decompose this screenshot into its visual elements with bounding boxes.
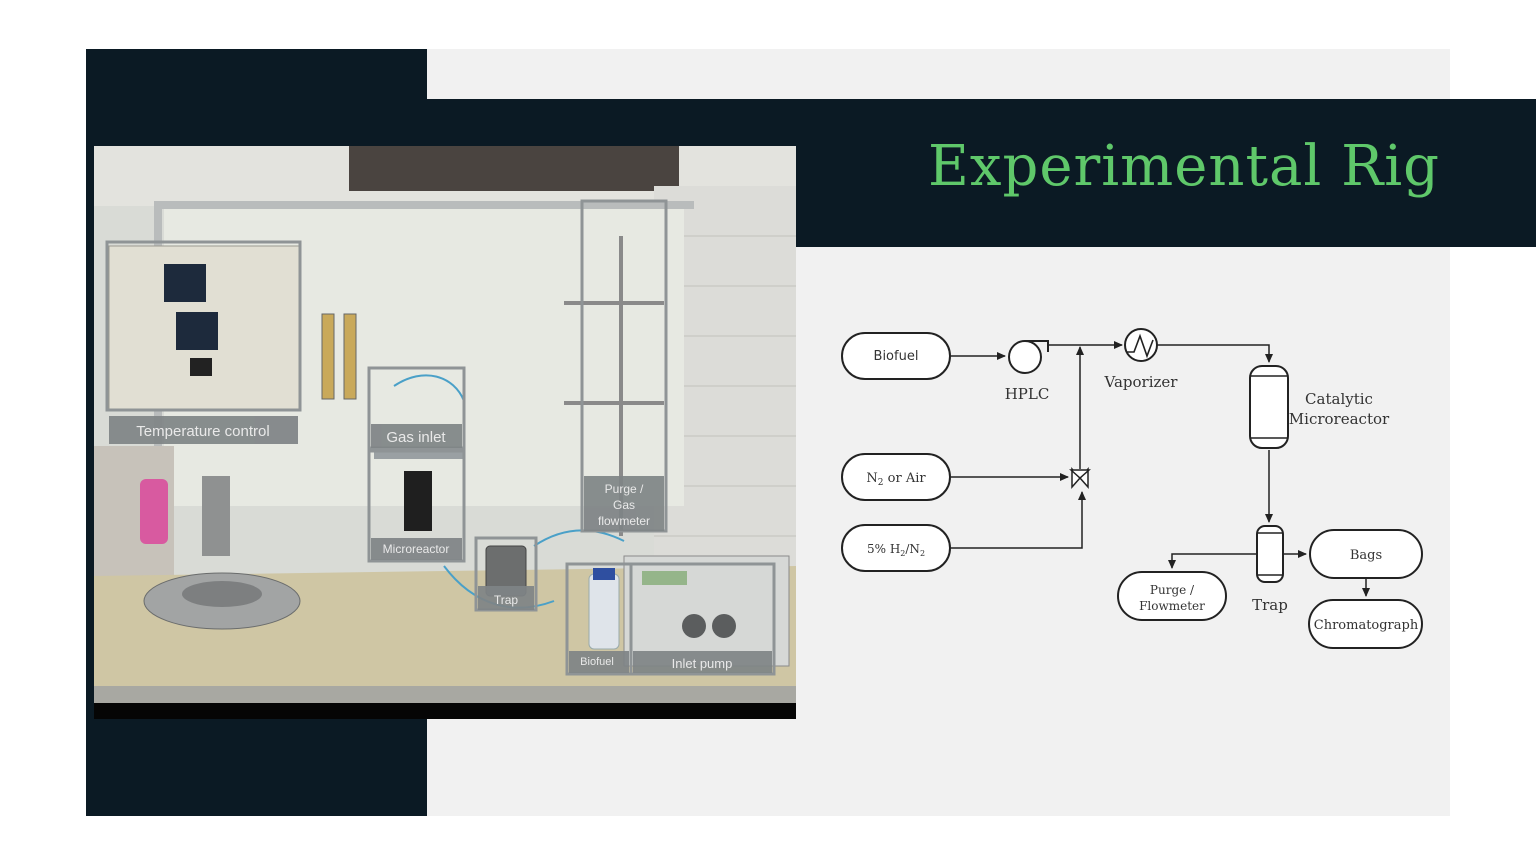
photo-label-frames (105, 199, 776, 676)
photo-frame-top (154, 201, 694, 209)
photo-label-purge-1: Purge / (605, 482, 644, 496)
photo-biofuel-bottle (588, 573, 620, 650)
photo-controller-display-1 (164, 264, 206, 302)
photo-controller-display-2 (176, 312, 218, 350)
photo-bottom-bar (94, 703, 796, 719)
node-chromatograph-label: Chromatograph (1314, 618, 1419, 633)
photo-microreactor-heater (404, 471, 432, 531)
mixing-valve-symbol (1069, 467, 1091, 489)
photo-stand-clamp-2 (564, 401, 664, 405)
photo-flange-center (182, 581, 262, 607)
photo-label-gas-inlet: Gas inlet (386, 429, 446, 446)
photo-label-purge-3: flowmeter (598, 514, 650, 528)
photo-label-inlet-pump: Inlet pump (672, 656, 733, 671)
trap-vessel (1256, 525, 1284, 583)
photo-pump-head-2 (712, 614, 736, 638)
photo-reactor-column (202, 476, 230, 556)
node-bags-label: Bags (1350, 548, 1382, 563)
node-purge-label-1: Purge / (1150, 583, 1195, 597)
node-purge-label-2: Flowmeter (1139, 599, 1205, 613)
node-n2-air-label: N2 or Air (866, 471, 926, 488)
photo-pink-bottle (140, 479, 168, 544)
lab-rig-photo: Temperature control Gas inlet Microreact… (94, 146, 796, 719)
photo-bottle-cap (593, 568, 615, 580)
catalytic-label-2: Microreactor (1289, 410, 1390, 428)
photo-stand-clamp-1 (564, 301, 664, 305)
photo-label-purge-2: Gas (613, 498, 635, 512)
photo-pump-display (642, 571, 687, 585)
photo-hood (349, 146, 679, 191)
vaporizer-label: Vaporizer (1104, 373, 1179, 391)
node-chromatograph (1308, 599, 1423, 649)
process-flow-diagram: Biofuel N2 or Air 5% H2/N2 Purge / Flowm… (841, 328, 1423, 649)
photo-stand-rod (619, 236, 623, 536)
catalytic-microreactor-vessel (1249, 365, 1289, 449)
flow-lines (950, 341, 1370, 597)
photo-rotameter-1 (321, 313, 335, 400)
photo-label-temperature-control: Temperature control (136, 423, 269, 440)
photo-rotameter-2 (343, 313, 357, 400)
photo-label-biofuel: Biofuel (580, 656, 614, 668)
catalytic-label-1: Catalytic (1305, 390, 1373, 408)
photo-controller-switch (190, 358, 212, 376)
photo-bench-edge (94, 686, 796, 706)
photo-pump-head-1 (682, 614, 706, 638)
trap-label: Trap (1252, 596, 1288, 614)
photo-manifold (374, 451, 464, 459)
photo-label-microreactor: Microreactor (383, 542, 450, 556)
slide-title: Experimental Rig (928, 134, 1440, 199)
node-biofuel-label: Biofuel (874, 349, 919, 364)
hplc-pump-symbol (1008, 340, 1049, 374)
hplc-label: HPLC (1005, 385, 1050, 403)
photo-label-backgrounds (109, 416, 772, 673)
node-h2-n2-label: 5% H2/N2 (867, 542, 925, 558)
node-purge-flowmeter (1117, 571, 1227, 621)
photo-label-trap: Trap (494, 593, 519, 607)
vaporizer-symbol (1124, 328, 1158, 362)
